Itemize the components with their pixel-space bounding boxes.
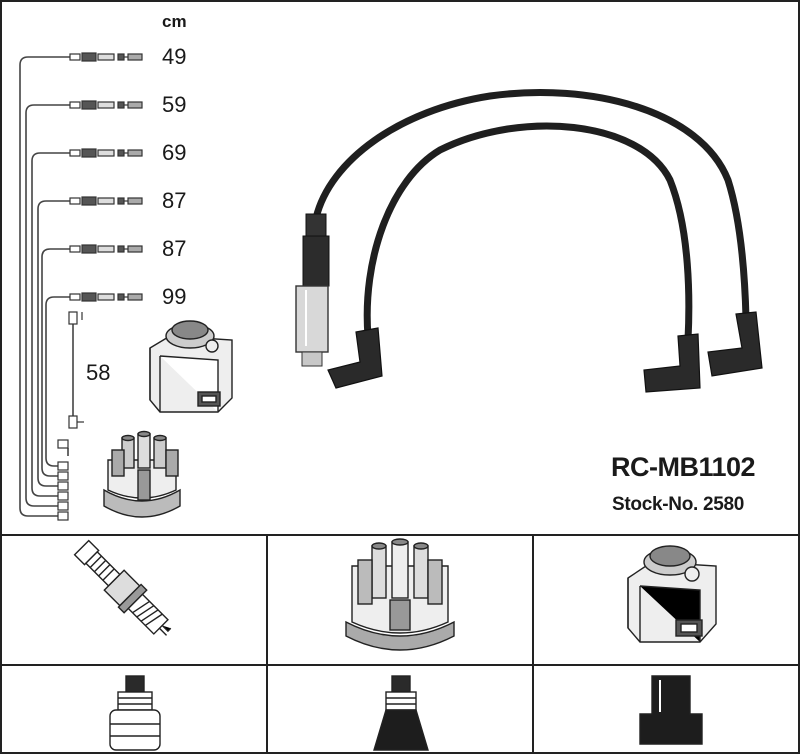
small-coil-illustration	[149, 320, 233, 413]
stock-number: Stock-No. 2580	[612, 494, 745, 515]
cable-length-6: 99	[162, 284, 187, 309]
wire-routing	[19, 56, 74, 517]
cable-length-3: 69	[162, 140, 187, 165]
coil-lead-length: 58	[86, 360, 111, 385]
unit-label: cm	[162, 12, 187, 31]
part-number: RC-MB1102	[611, 452, 756, 482]
grid-plug-boot-illustration	[109, 675, 161, 751]
cable-length-5: 87	[162, 236, 187, 261]
grid-spark-plug-illustration	[73, 539, 172, 636]
grid-distributor-illustration	[345, 538, 455, 651]
cable-length-4: 87	[162, 188, 187, 213]
grid-coil-illustration	[627, 545, 717, 643]
grid-coil-connector-illustration	[639, 675, 703, 745]
main-cables-illustration	[295, 89, 763, 393]
small-distributor-illustration	[103, 430, 181, 518]
wire-terminals	[57, 52, 143, 521]
cable-length-1: 49	[162, 44, 187, 69]
grid-distributor-boot-illustration	[373, 675, 429, 751]
cable-length-2: 59	[162, 92, 187, 117]
